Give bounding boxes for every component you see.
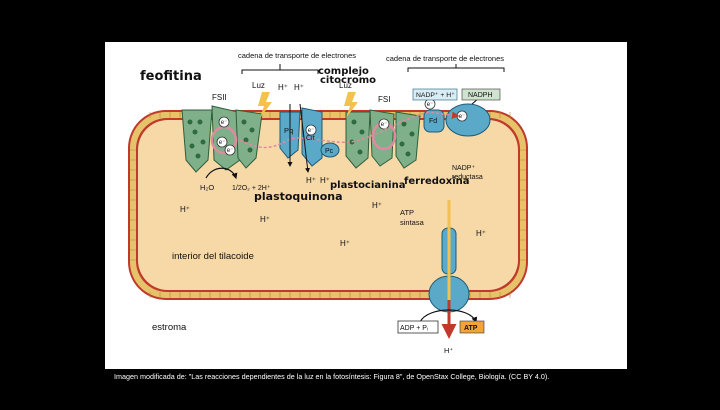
proton-label: H⁺	[340, 239, 350, 248]
proton-label: H⁺	[372, 201, 382, 210]
label-oxygen: 1/2O₂ + 2H⁺	[232, 185, 271, 192]
electron-markers	[216, 98, 468, 156]
electron-flow	[239, 111, 460, 149]
label-feofitina: feofitina	[140, 69, 202, 84]
label-nadph: NADPH	[468, 92, 493, 99]
label-pq: Pq	[284, 126, 293, 135]
label-luz-right: Luz	[339, 81, 352, 90]
proton-label: H⁺	[180, 205, 190, 214]
electron-label: e⁻	[221, 120, 228, 126]
electron-label: e⁻	[459, 114, 466, 120]
nadp-box	[412, 88, 458, 101]
water-split-arrow	[205, 167, 238, 180]
electron-label: e⁻	[227, 148, 234, 154]
image-caption: Imagen modificada de: "Las reacciones de…	[114, 372, 550, 381]
label-ferredoxina: ferredoxina	[404, 176, 470, 187]
proton-label: H⁺	[476, 229, 486, 238]
label-nadp-reductasa-1: NADP⁺	[452, 165, 475, 172]
lightning-icon	[344, 92, 358, 118]
label-atp: ATP	[464, 325, 478, 332]
label-pc: Pc	[325, 148, 334, 155]
label-fsi: FSI	[378, 95, 390, 104]
electron-label: e⁻	[308, 128, 315, 134]
proton-label: H⁺	[444, 346, 453, 355]
label-nadp-reductasa-2: reductasa	[452, 174, 483, 181]
lightning-icon	[258, 92, 272, 118]
electron-label: e⁻	[427, 102, 434, 108]
atp-box	[459, 320, 485, 334]
label-adp: ADP + Pᵢ	[400, 325, 428, 332]
label-fsii: FSII	[212, 93, 227, 102]
proton-label: H⁺	[320, 176, 330, 185]
label-atp-sintasa-1: ATP	[400, 208, 414, 217]
chain-label-right: cadena de transporte de electrones	[386, 54, 504, 63]
electron-label: e⁻	[219, 140, 226, 146]
label-atp-sintasa-2: sintasa	[400, 218, 425, 227]
label-cit: Cit	[306, 135, 315, 142]
nadph-box	[461, 88, 501, 101]
label-citocromo: citocromo	[320, 75, 376, 86]
proton-label: H⁺	[306, 176, 316, 185]
electron-label: e⁻	[381, 122, 388, 128]
chain-label-left: cadena de transporte de electrones	[238, 51, 356, 60]
label-estroma: estroma	[152, 322, 187, 333]
label-plastoquinona: plastoquinona	[254, 190, 343, 203]
atp-synthesis-arrow	[419, 309, 478, 324]
atp-synthase	[428, 200, 470, 339]
label-complejo: complejo	[318, 66, 369, 77]
proton-label: H⁺	[260, 215, 270, 224]
label-luz-left: Luz	[252, 81, 265, 90]
proton-arrow-icon	[299, 103, 311, 173]
proton-label: H⁺	[294, 83, 304, 92]
label-fd: Fd	[429, 118, 437, 125]
label-water: H₂O	[200, 183, 214, 192]
label-interior: interior del tilacoide	[172, 251, 254, 262]
label-nadp-plus: NADP⁺ + H⁺	[416, 92, 455, 99]
label-plastocianina: plastocianina	[330, 180, 405, 191]
proton-label: H⁺	[278, 83, 288, 92]
adp-box	[397, 320, 439, 334]
